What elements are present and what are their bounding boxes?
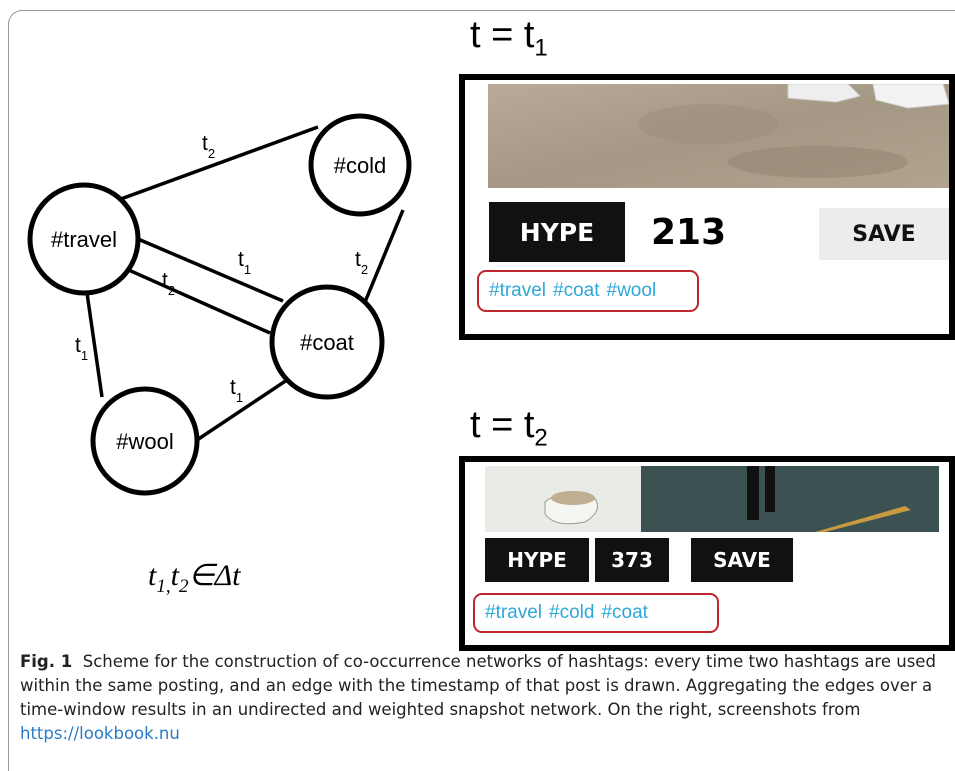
- hype-button[interactable]: HYPE: [489, 202, 625, 262]
- caption-text: Scheme for the construction of co-occurr…: [20, 652, 936, 719]
- edge-travel-wool: [85, 292, 104, 398]
- edge-travel-coat-t2: [121, 265, 271, 335]
- hashtag-link[interactable]: #coat: [601, 602, 648, 623]
- figure-caption: Fig. 1 Scheme for the construction of co…: [20, 650, 948, 746]
- time-window-formula: t1,t2∈Δt: [148, 559, 241, 597]
- edge-labels: t2 t1 t2 t2 t1 t1: [75, 132, 368, 405]
- hashtag-link[interactable]: #cold: [549, 602, 595, 623]
- edge-travel-cold: [117, 125, 319, 202]
- hype-count: 213: [651, 212, 727, 253]
- caption-label: Fig. 1: [20, 652, 73, 671]
- edge-cold-coat: [363, 209, 405, 303]
- node-label-cold: #cold: [334, 153, 387, 178]
- node-label-travel: #travel: [51, 227, 117, 252]
- edge-travel-coat-t1: [137, 237, 284, 303]
- panel2-time-title: t = t2: [470, 404, 548, 452]
- edge-label-travel-coat-t2: t2: [162, 269, 175, 298]
- node-label-coat: #coat: [300, 330, 354, 355]
- panel1-photo: [488, 84, 949, 188]
- hype-button[interactable]: HYPE: [485, 538, 589, 582]
- cooccurrence-network: t2 t1 t2 t2 t1 t1 #travel #cold #coat #w…: [27, 113, 412, 496]
- node-cold: [308, 113, 412, 217]
- hashtag-link[interactable]: #wool: [606, 280, 657, 301]
- panel2-hashtags: #travel #cold #coat: [473, 593, 719, 633]
- nodes: #travel #cold #coat #wool: [27, 113, 412, 496]
- caption-link[interactable]: https://lookbook.nu: [20, 724, 180, 743]
- edge-label-travel-coat-t1: t1: [238, 248, 251, 277]
- hype-count: 373: [595, 538, 669, 582]
- node-coat: [269, 284, 385, 400]
- save-button[interactable]: SAVE: [819, 208, 949, 260]
- panel1-hashtags: #travel #coat #wool: [477, 270, 699, 312]
- panel1-screenshot: HYPE 213 SAVE #travel #coat #wool: [459, 74, 955, 340]
- edge-label-wool-coat: t1: [230, 376, 243, 405]
- node-travel: [27, 182, 141, 296]
- edge-label-travel-wool: t1: [75, 334, 88, 363]
- hashtag-link[interactable]: #travel: [485, 602, 543, 623]
- figure-frame: [8, 10, 955, 771]
- edge-label-cold-coat: t2: [355, 248, 368, 277]
- node-label-wool: #wool: [116, 429, 173, 454]
- node-wool: [90, 386, 200, 496]
- hashtag-link[interactable]: #travel: [489, 280, 547, 301]
- save-button[interactable]: SAVE: [691, 538, 793, 582]
- edges: [85, 125, 405, 442]
- edge-label-travel-cold: t2: [202, 132, 215, 161]
- panel2-photo: [485, 466, 939, 532]
- panel1-time-title: t = t1: [470, 14, 548, 62]
- panel2-screenshot: HYPE 373 SAVE #travel #cold #coat: [459, 456, 955, 651]
- hashtag-link[interactable]: #coat: [553, 280, 600, 301]
- edge-wool-coat: [196, 376, 291, 442]
